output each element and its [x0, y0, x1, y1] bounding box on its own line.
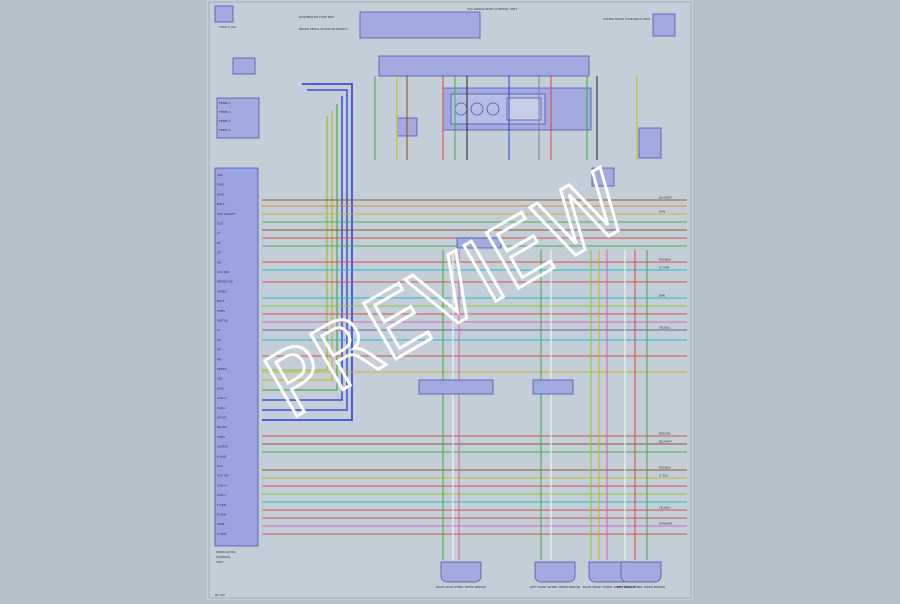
pin-label: LR [217, 338, 221, 342]
pin-label: DLC [217, 464, 223, 468]
pin-label: CAN-L [217, 493, 226, 497]
connector-label: TERM 2 [218, 110, 230, 114]
pin-label: IGN2 [217, 522, 224, 526]
blue-bus-wire [262, 89, 348, 411]
right-wire-label: YEL/BLU [659, 326, 670, 330]
page-number: RF-GN [215, 593, 225, 597]
pin-label: RR [217, 357, 221, 361]
switch-right [638, 127, 662, 159]
pin-label: LR-WS [217, 416, 227, 420]
wheel-speed-sensor [534, 561, 576, 583]
pin-label: G SEN [217, 532, 226, 536]
pin-label: BATT [217, 299, 225, 303]
pin-label: R-SEN [217, 513, 226, 517]
wheel-speed-sensor [440, 561, 482, 583]
component-label: UNDER-HOOD FUSE/RELAY BOX [603, 17, 650, 21]
component-label: BRAKE PEDAL POSITION SWITCH [299, 27, 348, 31]
pump-motor-box [506, 97, 542, 121]
pin-label: SCS [217, 222, 223, 226]
sheet-border [208, 1, 692, 599]
solenoid-circle [470, 102, 484, 116]
relay-top-right [652, 13, 676, 37]
pin-label: RR [217, 260, 221, 264]
right-wire-label: GRN/WHT [659, 522, 673, 526]
pin-label: CAN-H [217, 396, 227, 400]
pin-label: F-SEN [217, 503, 226, 507]
pin-label: MOTOR [217, 319, 228, 323]
fuse-relay-box-top [359, 11, 481, 39]
pin-label: LR [217, 251, 221, 255]
connector-label: TERM 4 [218, 128, 230, 132]
right-wire-label: BLU/WHT [659, 440, 672, 444]
wheel-speed-sensor [620, 561, 662, 583]
solenoid-circle [486, 102, 500, 116]
pin-label: SUPPLY [217, 445, 228, 449]
blue-bus-wire [262, 83, 353, 421]
pin-label: GND [217, 192, 225, 196]
component-label: DASHBOARD FUSE BOX [299, 15, 334, 19]
right-wire-label: RED/BLK [659, 258, 671, 262]
connector-label: TERM 1 [218, 101, 230, 105]
pin-label: SOL [217, 377, 223, 381]
right-wire-label: BLU/WHT [659, 196, 672, 200]
pin-label: TPMS [216, 309, 225, 313]
pin-label: VSA SW [217, 474, 229, 478]
pin-label: VSA ON/OFF [217, 212, 236, 216]
sensor-label: LEFT REAR WHEEL SPEED SENSOR [617, 585, 665, 589]
vsa-relay-strip [378, 55, 590, 77]
right-wire-label: RED/YEL [659, 432, 671, 436]
pin-label: SPEED [217, 289, 228, 293]
component-label: FUSE 3 (IG) [219, 25, 236, 29]
switch-top-left [232, 57, 256, 75]
component-label: VSA MODULATOR-CONTROL UNIT [467, 7, 517, 11]
relay-right-mid [591, 167, 615, 187]
pin-label: IGN [217, 173, 222, 177]
right-wire-label: BRN [659, 294, 665, 298]
right-wire-label: YEL/BLU [659, 506, 670, 510]
right-wire-label: GRN [659, 210, 665, 214]
control-unit-block [214, 167, 259, 547]
pin-label: GND [217, 386, 225, 390]
right-wire-label: LT GRN [659, 266, 669, 270]
connector-label: TERM 3 [218, 119, 230, 123]
pin-label: TPMS [216, 435, 225, 439]
connector-box-left [216, 97, 260, 139]
pin-label: VSA IND [217, 270, 230, 274]
control-unit-label: UNIT [216, 560, 223, 564]
right-wire-label: RED/BLK [659, 466, 671, 470]
right-wire-label: LT BLU [659, 474, 668, 478]
pin-label: BRAKE SW [217, 280, 233, 284]
pin-label: BATT [217, 202, 225, 206]
pin-label: GND [217, 183, 225, 187]
fuse-box-top-left [214, 5, 234, 23]
sensor-label: LEFT FRONT WHEEL SPEED SENSOR [530, 585, 580, 589]
green-bus-wire [262, 104, 338, 391]
pin-label: LF [217, 231, 221, 235]
pin-label: RF [217, 241, 221, 245]
sensor-label: RIGHT REAR WHEEL SPEED SENSOR [436, 585, 487, 589]
connector-mid-right [532, 379, 574, 395]
pin-label: CAN-L [217, 406, 226, 410]
blue-bus-wire [262, 96, 343, 401]
sensor-label: RIGHT FRONT WHEEL SPEED SENSOR [583, 585, 636, 589]
connector-mid-top [456, 237, 502, 249]
pin-label: PRESS [217, 367, 227, 371]
pin-label: RF [217, 348, 221, 352]
control-unit-label: CONTROL [216, 555, 231, 559]
pin-label: K-LINE [217, 454, 227, 458]
control-unit-label: MODULATOR- [216, 550, 236, 554]
pin-label: CAN-H [217, 483, 227, 487]
light-green-bus-wire [262, 116, 328, 371]
pin-label: LF [217, 328, 221, 332]
pin-label: RR-WS [217, 425, 227, 429]
connector-mid-left [418, 379, 494, 395]
